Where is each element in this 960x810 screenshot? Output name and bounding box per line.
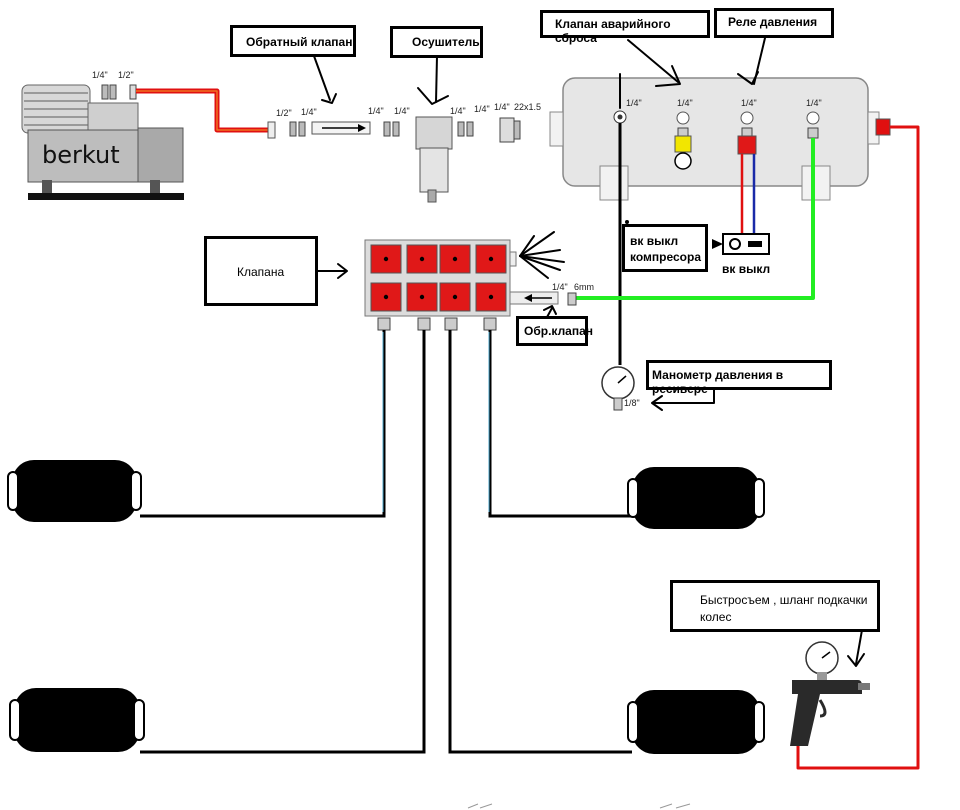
compressor-foot	[150, 180, 160, 194]
callout-text: колес	[700, 610, 732, 624]
fitting-label: 1/4"	[494, 102, 510, 112]
fitting-label: 1/2"	[276, 108, 292, 118]
callout-text: Клапана	[237, 265, 285, 279]
air-line-front-left	[140, 330, 386, 518]
fitting-1-4	[109, 84, 117, 100]
solenoid-valve[interactable]	[406, 282, 438, 312]
block-check-valve-callout: Обр.клапан	[516, 316, 594, 346]
compressor-foot	[42, 180, 52, 194]
fitting-label: 1/4"	[552, 282, 568, 292]
fitting-label: 1/4"	[806, 98, 822, 108]
emergency-valve-callout: Клапан аварийного сброса	[540, 10, 710, 45]
fitting-label: 1/8"	[624, 398, 640, 408]
air-line-rear-left	[140, 330, 426, 754]
red-inflation-hose	[796, 125, 920, 770]
gauge-callout: Манометр давления в ресивере	[646, 360, 832, 396]
fitting-22x1-5	[499, 117, 515, 143]
relief-port	[676, 111, 690, 125]
compressor-switch[interactable]	[722, 233, 770, 255]
inflation-gun[interactable]	[790, 641, 870, 746]
compressor-brand: berkut	[42, 141, 120, 169]
callout-text: Клапан аварийного сброса	[555, 17, 671, 45]
callout-text: компресора	[630, 250, 701, 264]
relay-port	[740, 111, 754, 125]
compressor	[21, 84, 184, 200]
callout-text: Обратный клапан	[246, 35, 353, 49]
check-valve-callout: Обратный клапан	[230, 25, 356, 57]
fitting-label: 1/4"	[450, 106, 466, 116]
fitting-label: 1/4"	[677, 98, 693, 108]
callout-text: вк выкл	[630, 234, 679, 248]
air-bag-rear-right	[627, 690, 765, 754]
fitting-1-4	[392, 121, 400, 137]
callout-text: Быстросъем , шланг подкачки	[700, 593, 868, 607]
valve-block	[364, 239, 511, 317]
emergency-relief-cap	[674, 152, 692, 170]
air-bag-rear-left	[9, 688, 145, 752]
dryer	[415, 116, 453, 203]
fitting-1-4	[101, 84, 109, 100]
emergency-relief-valve	[674, 135, 692, 153]
fitting-1-4	[466, 121, 474, 137]
fitting-1-2	[129, 84, 137, 100]
fitting-22x1-5	[513, 120, 521, 140]
fitting-label: 22x1.5	[514, 102, 542, 112]
compressor-motor-end	[137, 127, 184, 183]
compressor-switch-callout: вк выкл компресора	[622, 224, 708, 272]
fitting-label: 6mm	[574, 282, 594, 292]
compressor-head	[87, 102, 139, 134]
pressure-relay-callout: Реле давления	[714, 8, 834, 38]
quick-connect-callout: Быстросъем , шланг подкачки колес	[670, 580, 880, 632]
fitting-1-4	[457, 121, 465, 137]
pressure-gauge	[601, 366, 635, 411]
outlet-port	[806, 111, 820, 125]
pressure-relay	[737, 135, 757, 155]
fitting-1-2	[267, 121, 276, 139]
callout-text: Реле давления	[728, 15, 818, 29]
fitting-label: 1/4"	[474, 104, 490, 114]
callout-text: Манометр давления в ресивере	[652, 368, 784, 396]
red-pressure-hose	[136, 88, 272, 133]
fitting-label: 1/4"	[92, 70, 108, 80]
tank-outlet-red	[875, 118, 891, 136]
fitting-label: 1/4"	[394, 106, 410, 116]
air-bag-front-right	[627, 467, 765, 529]
fitting-label: 1/4"	[368, 106, 384, 116]
air-bag-front-left	[7, 460, 142, 522]
switch-label: вк выкл	[722, 262, 771, 276]
air-line-front-right	[488, 330, 632, 518]
fitting-1-4	[383, 121, 391, 137]
valves-callout: Клапана	[204, 236, 318, 306]
fitting-label: 1/2"	[118, 70, 134, 80]
air-line-rear-right	[448, 330, 632, 754]
fitting-label: 1/4"	[741, 98, 757, 108]
compressor-base	[28, 193, 184, 200]
solenoid-valve[interactable]	[370, 244, 402, 274]
callout-text: Осушитель	[412, 35, 480, 49]
air-receiver-tank	[549, 77, 880, 201]
callout-text: Обр.клапан	[524, 324, 594, 338]
fitting-label: 1/4"	[626, 98, 642, 108]
fitting-1-4	[289, 121, 297, 137]
fitting-1-4	[298, 121, 306, 137]
green-air-line	[575, 138, 815, 300]
dryer-callout: Осушитель	[390, 26, 483, 58]
fitting-label: 1/4"	[301, 107, 317, 117]
